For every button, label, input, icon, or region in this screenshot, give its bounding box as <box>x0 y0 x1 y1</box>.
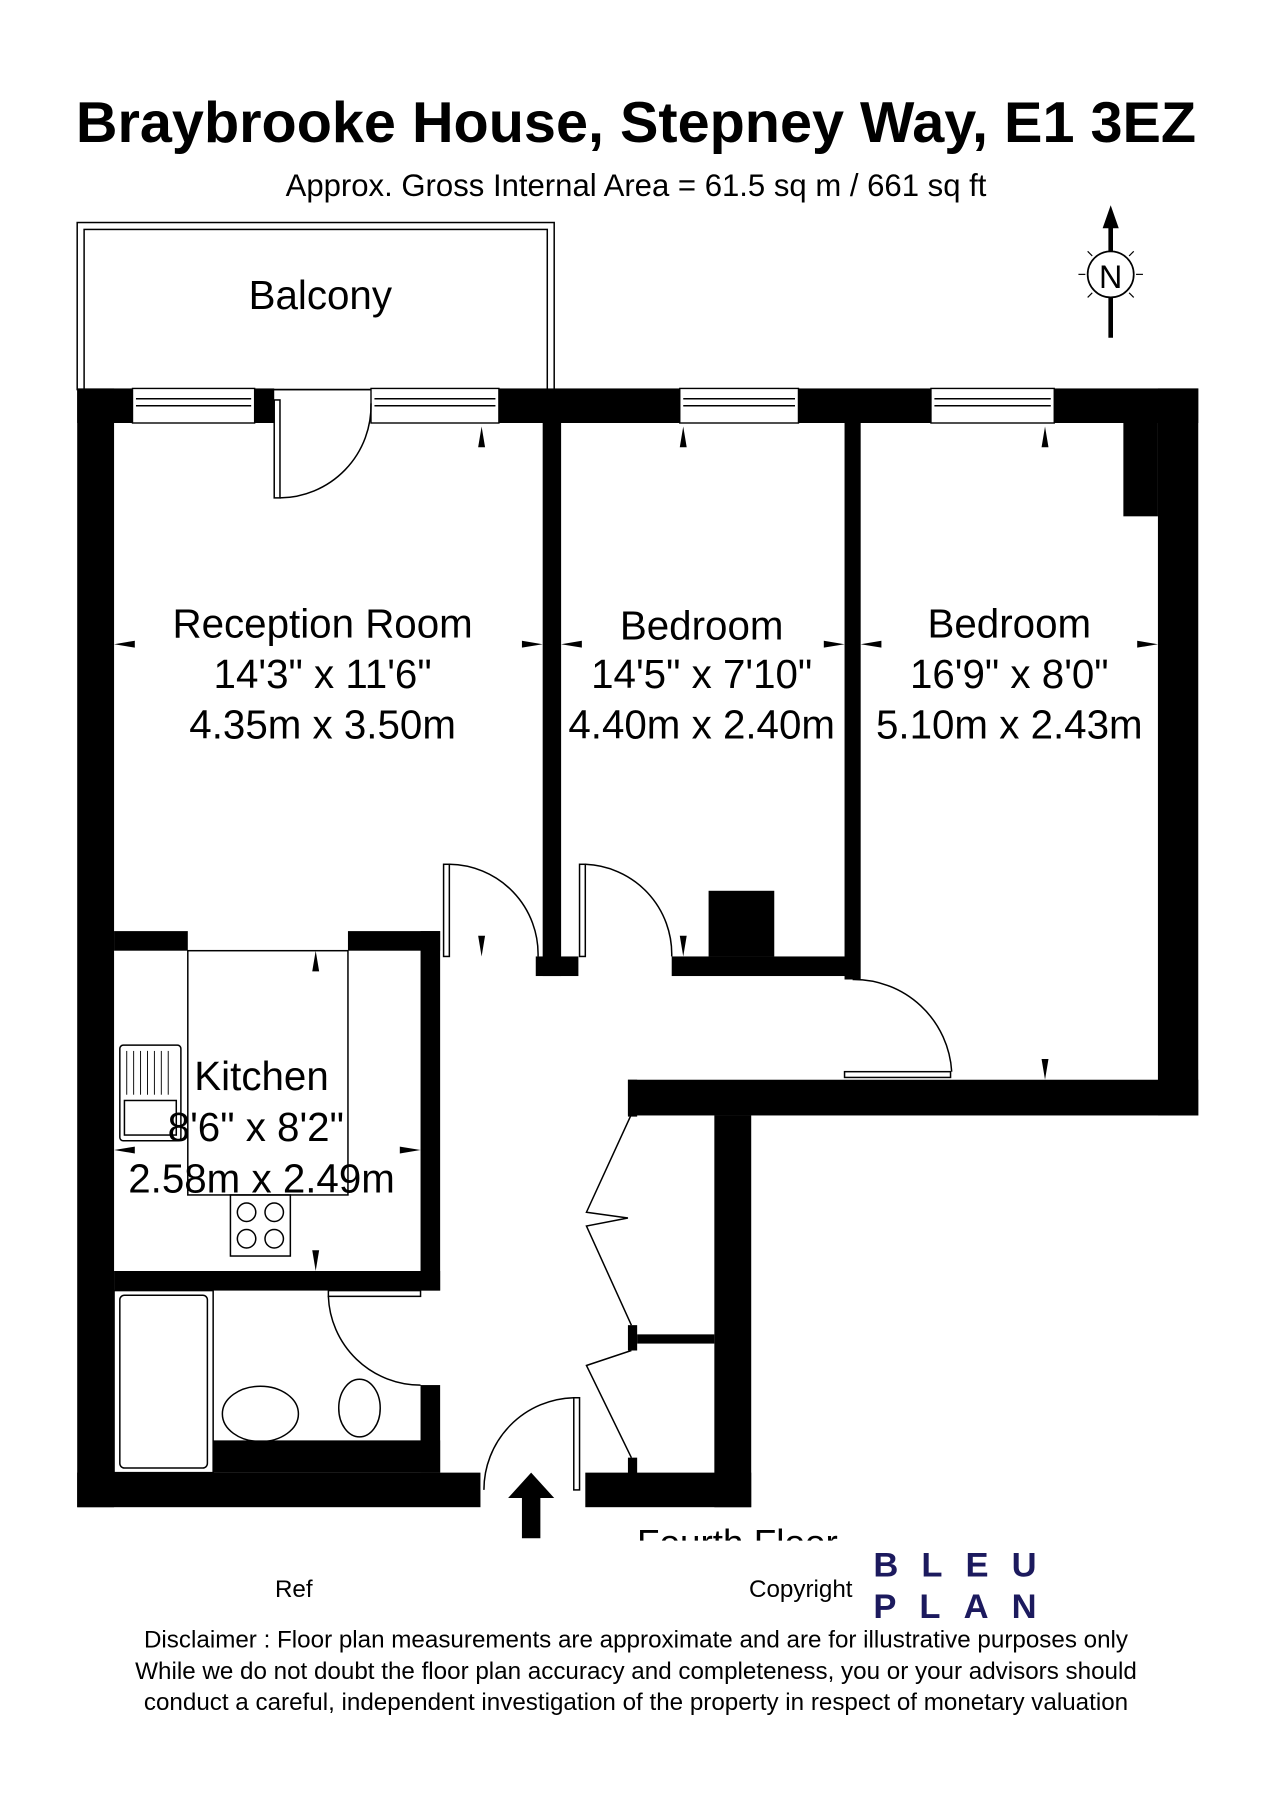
logo-line-2: PLAN <box>873 1588 1059 1626</box>
compass-label: N <box>1099 259 1122 295</box>
room-name: Bedroom <box>620 603 784 649</box>
disclaimer-line: While we do not doubt the floor plan acc… <box>135 1658 1137 1685</box>
bath-icon <box>119 1294 209 1469</box>
disclaimer-line: Disclaimer : Floor plan measurements are… <box>144 1627 1129 1654</box>
room-bedroom-1: Bedroom 14'5" x 7'10" 4.40m x 2.40m <box>568 603 835 748</box>
room-name: Reception Room <box>172 600 472 646</box>
room-size-imperial: 16'9" x 8'0" <box>910 651 1109 697</box>
kitchen-fixtures <box>119 949 349 1257</box>
balcony: Balcony <box>76 221 555 391</box>
page-title: Braybrooke House, Stepney Way, E1 3EZ <box>76 91 1196 155</box>
room-size-imperial: 8'6" x 8'2" <box>168 1104 344 1150</box>
basin-icon <box>221 1385 300 1443</box>
ref-label: Ref <box>275 1576 313 1603</box>
walls <box>77 388 1199 1508</box>
sink-icon <box>119 1044 182 1142</box>
room-size-imperial: 14'3" x 11'6" <box>214 651 432 697</box>
area-subtitle: Approx. Gross Internal Area = 61.5 sq m … <box>286 168 987 203</box>
room-name: Bedroom <box>928 600 1092 646</box>
room-size-metric: 2.58m x 2.49m <box>128 1156 395 1202</box>
entrance-arrow-icon <box>508 1472 555 1539</box>
floor-label: Fourth Floor <box>637 1523 838 1564</box>
room-kitchen: Kitchen 8'6" x 8'2" 2.58m x 2.49m <box>128 1053 395 1202</box>
room-size-imperial: 14'5" x 7'10" <box>591 651 812 697</box>
room-reception: Reception Room 14'3" x 11'6" 4.35m x 3.5… <box>172 600 472 747</box>
disclaimer-line: conduct a careful, independent investiga… <box>144 1689 1128 1716</box>
hob-icon <box>229 1194 292 1257</box>
doors <box>273 399 953 1539</box>
room-size-metric: 4.40m x 2.40m <box>568 702 835 748</box>
toilet-icon <box>337 1378 381 1438</box>
windows <box>131 387 1055 424</box>
dimension-arrows <box>114 426 1158 1271</box>
balcony-label: Balcony <box>249 272 393 318</box>
copyright-label: Copyright <box>749 1576 853 1603</box>
room-name: Kitchen <box>194 1053 328 1099</box>
north-compass-icon: N <box>1078 205 1143 338</box>
logo-line-1: BLEU <box>873 1546 1059 1584</box>
bleu-plan-logo: BLEU PLAN <box>873 1546 1059 1626</box>
room-size-metric: 4.35m x 3.50m <box>189 702 456 748</box>
room-size-metric: 5.10m x 2.43m <box>876 702 1143 748</box>
room-bedroom-2: Bedroom 16'9" x 8'0" 5.10m x 2.43m <box>876 600 1143 747</box>
bathroom-fixtures <box>113 1289 381 1474</box>
